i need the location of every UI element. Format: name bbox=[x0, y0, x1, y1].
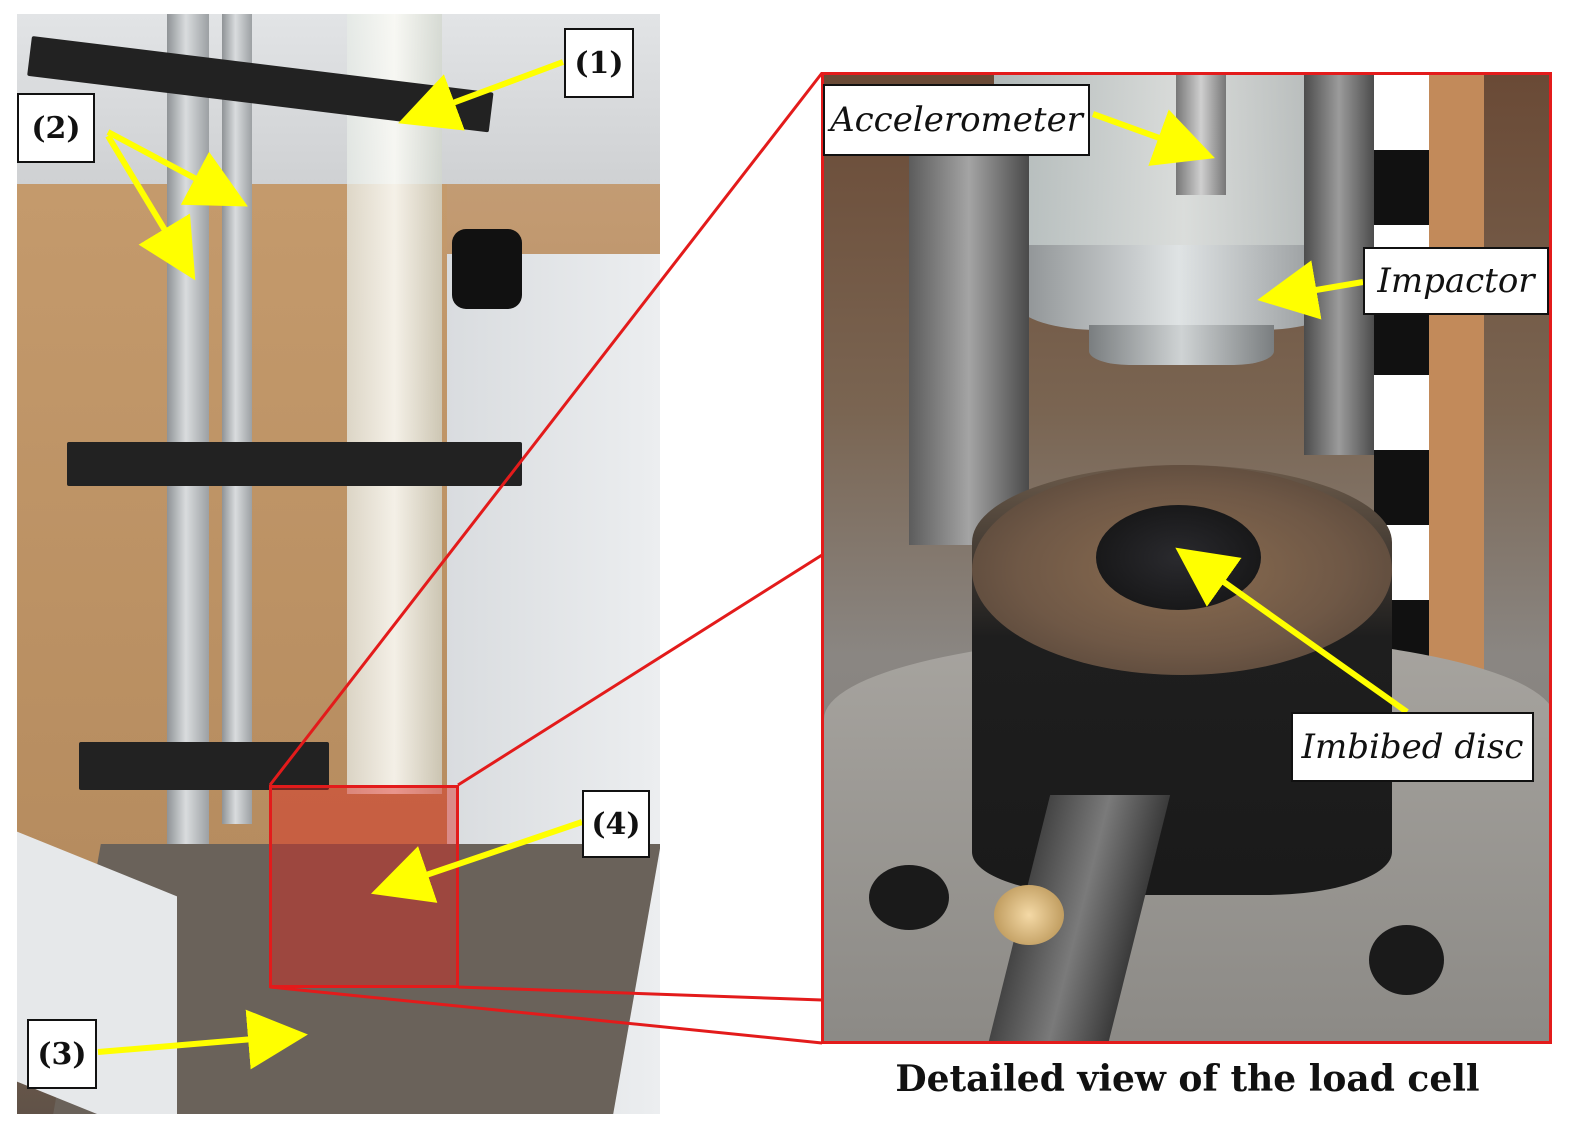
imbibed-disc-label: Imbibed disc bbox=[1291, 712, 1534, 782]
figure-caption: Detailed view of the load cell bbox=[895, 1058, 1480, 1100]
support-pole-left bbox=[909, 155, 1029, 545]
arrow-2a bbox=[106, 129, 248, 207]
hole-left bbox=[869, 865, 949, 930]
arrow-2b bbox=[105, 134, 196, 281]
arrow-4 bbox=[370, 819, 583, 903]
wooden-strip bbox=[1429, 75, 1484, 705]
hole-right bbox=[1369, 925, 1444, 995]
impactor-label: Impactor bbox=[1363, 247, 1549, 315]
test-rig-photo bbox=[17, 14, 660, 1114]
sensor-device bbox=[452, 229, 522, 309]
crossbar-middle bbox=[67, 442, 522, 486]
connector-line-bottom-left bbox=[269, 985, 823, 1045]
marker-label-3: (3) bbox=[27, 1019, 97, 1089]
connector-line-top-right bbox=[457, 553, 823, 787]
arrow-3 bbox=[97, 1009, 308, 1070]
marker-label-2: (2) bbox=[17, 93, 95, 163]
impactor-tip bbox=[1089, 325, 1274, 365]
arrow-imbibed-disc bbox=[1175, 547, 1409, 715]
arrow-impactor bbox=[1257, 260, 1364, 320]
crossbar-bottom bbox=[79, 742, 329, 790]
arrow-1 bbox=[398, 59, 565, 131]
connector-line-top-left bbox=[268, 72, 824, 786]
connector-line-bottom-right bbox=[457, 985, 823, 1002]
guide-pole-right bbox=[222, 14, 252, 824]
marker-label-4: (4) bbox=[582, 790, 650, 858]
accelerometer-label: Accelerometer bbox=[823, 84, 1090, 156]
marker-label-1: (1) bbox=[564, 28, 634, 98]
arrow-accelerometer bbox=[1091, 109, 1215, 166]
brass-screw bbox=[994, 885, 1064, 945]
